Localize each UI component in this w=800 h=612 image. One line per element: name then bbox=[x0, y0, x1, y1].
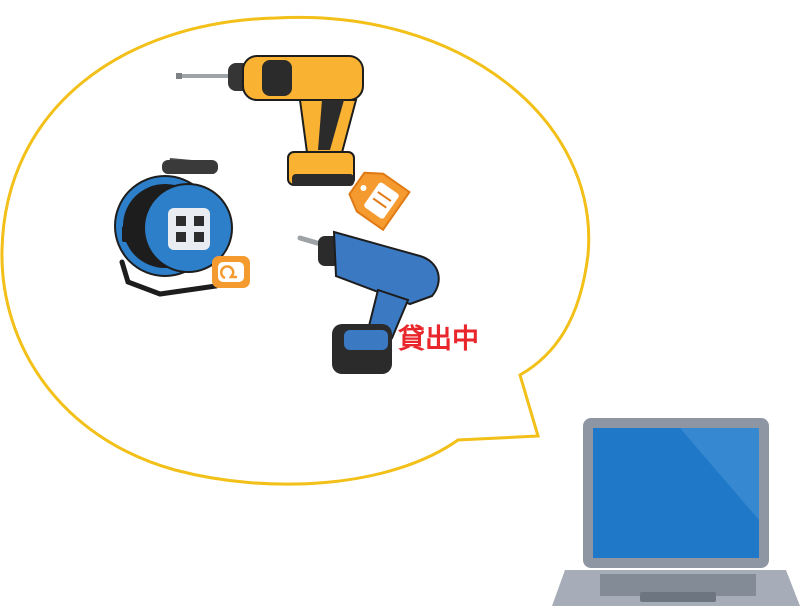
price-tag-icon bbox=[348, 171, 411, 232]
cordless-drill-icon bbox=[297, 230, 440, 374]
cord-reel-icon bbox=[114, 158, 250, 297]
rental-status-label: 貸出中 bbox=[398, 324, 479, 355]
laptop-icon bbox=[552, 418, 800, 606]
speech-bubble bbox=[0, 15, 591, 486]
corded-drill-icon bbox=[176, 55, 364, 186]
